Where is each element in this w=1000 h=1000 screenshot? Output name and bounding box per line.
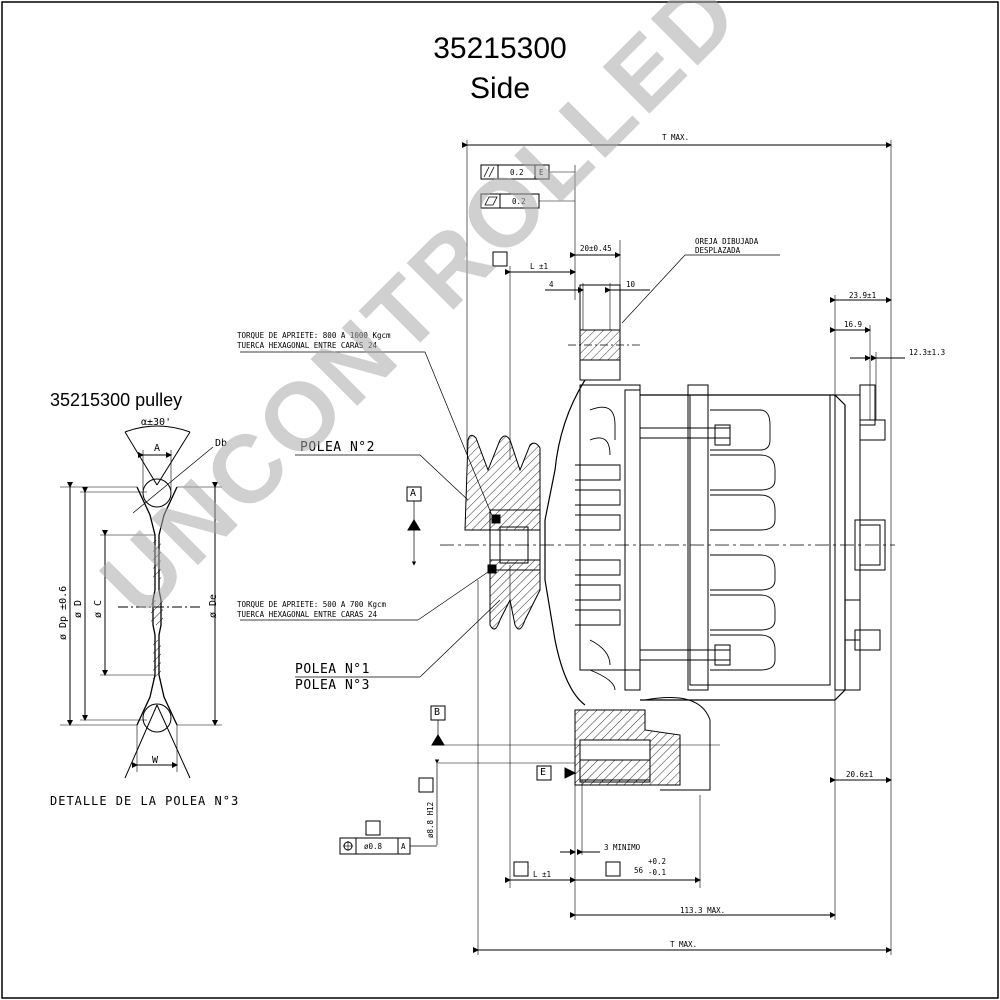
dim-56-plus-label: +0.2 <box>648 857 667 866</box>
flatness-tolerance-value: 0.2 <box>512 197 526 206</box>
pulley-detail-caption: DETALLE DE LA POLEA N°3 <box>50 794 240 808</box>
pulley-a-label: A <box>154 443 161 454</box>
dim-12-3-label: 12.3±1.3 <box>909 348 946 357</box>
dim-23-9-label: 23.9±1 <box>849 291 877 300</box>
pulley-c-label: ø C <box>93 599 104 618</box>
dim-56-label: 56 <box>634 866 644 875</box>
torque-note-2b: TUERCA HEXAGONAL ENTRE CARAS 24 <box>237 610 377 619</box>
torque-note-1b: TUERCA HEXAGONAL ENTRE CARAS 24 <box>237 341 377 350</box>
dim-113-label: 113.3 MAX. <box>680 906 726 915</box>
datum-e-label: E <box>540 767 547 778</box>
pulley-3-label: POLEA N°3 <box>295 678 370 693</box>
dim-4-label: 4 <box>549 280 554 289</box>
dim-20-6-label: 20.6±1 <box>846 770 874 779</box>
datum-a-label: A <box>410 488 417 499</box>
hole-diameter-label: ø8.8 H12 <box>426 801 435 838</box>
parallel-datum-ref: E <box>539 168 544 177</box>
parallel-tolerance-value: 0.2 <box>510 168 524 177</box>
view-title: Side <box>469 72 531 105</box>
oreja-label-1: OREJA DIBUJADA <box>695 237 759 246</box>
pulley-alpha-label: α±30' <box>141 417 172 428</box>
torque-note-2a: TORQUE DE APRIETE: 500 A 700 Kgcm <box>237 600 387 609</box>
dim-20-label: 20±0.45 <box>580 244 612 253</box>
part-number-title: 35215300 <box>433 32 567 65</box>
dim-l-top-label: L ±1 <box>530 262 549 271</box>
dim-56-minus-label: -0.1 <box>648 868 667 877</box>
pulley-de-label: ø De <box>208 593 219 618</box>
oreja-label-2: DESPLAZADA <box>695 246 741 255</box>
pulley-db-label: Db <box>215 438 228 449</box>
dim-l-bottom-label: L ±1 <box>533 870 552 879</box>
minimo-label: 3 MINIMO <box>604 843 641 852</box>
dim-16-9-label: 16.9 <box>844 320 863 329</box>
pulley-detail-drawing <box>60 425 222 779</box>
tmax-top-label: T MAX. <box>662 133 690 142</box>
pulley-detail-title: 35215300 pulley <box>50 390 183 410</box>
position-datum-ref: A <box>401 842 406 851</box>
pulley-1-label: POLEA N°1 <box>295 662 370 677</box>
alternator-side-view <box>240 140 905 955</box>
pulley-2-label: POLEA N°2 <box>300 440 375 455</box>
pulley-d-label: ø D <box>73 599 84 618</box>
datum-b-label: B <box>434 707 441 718</box>
torque-note-1a: TORQUE DE APRIETE: 800 A 1000 Kgcm <box>237 331 391 340</box>
position-tolerance-value: ø0.8 <box>364 842 383 851</box>
tmax-bottom-label: T MAX. <box>670 940 698 949</box>
pulley-w-label: W <box>152 755 159 766</box>
dim-10-label: 10 <box>626 280 636 289</box>
pulley-dp-label: ø Dp ±0.6 <box>58 585 69 640</box>
